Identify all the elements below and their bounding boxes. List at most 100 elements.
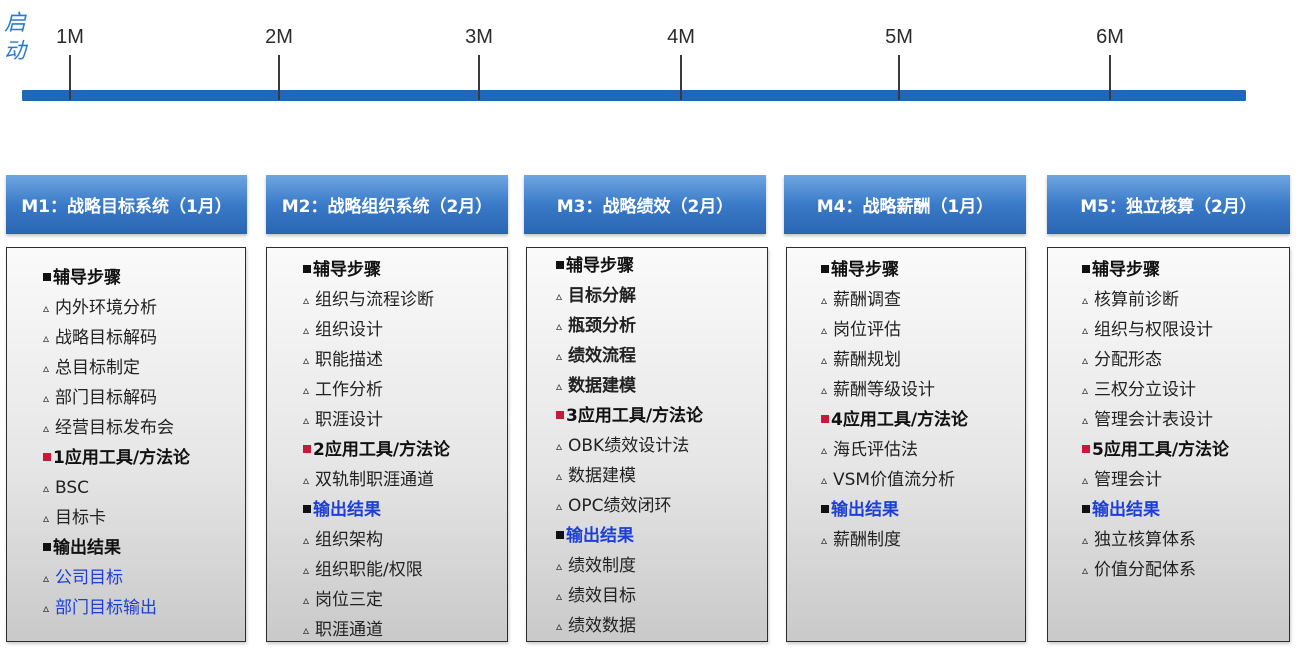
triangle-bullet-icon: ▵ xyxy=(303,563,310,577)
list-item: ▵ 绩效制度 xyxy=(556,551,703,581)
list-item: ▵目标分解 xyxy=(556,281,703,311)
item-label: 部门目标解码 xyxy=(55,388,157,408)
square-bullet-icon xyxy=(303,445,311,453)
item-label: 经营目标发布会 xyxy=(55,418,174,438)
list-item: ▵ 核算前诊断 xyxy=(1082,285,1229,315)
triangle-bullet-icon: ▵ xyxy=(556,349,563,363)
timeline-tick xyxy=(278,55,280,100)
square-bullet-icon xyxy=(556,411,564,419)
item-label: 薪酬调查 xyxy=(833,290,901,310)
item-label: 分配形态 xyxy=(1094,350,1162,370)
module-header: M3：战略绩效（2月） xyxy=(524,175,766,234)
triangle-bullet-icon: ▵ xyxy=(303,383,310,397)
timeline-tick-label: 4M xyxy=(667,26,695,48)
list-item: ▵ 目标卡 xyxy=(43,503,190,533)
list-item: ▵部门目标解码 xyxy=(43,383,190,413)
square-bullet-icon xyxy=(821,415,829,423)
square-bullet-icon xyxy=(821,505,829,513)
list-item: ▵VSM价值流分析 xyxy=(821,465,968,495)
list-item: ▵ 组织架构 xyxy=(303,525,450,555)
list-item: ▵海氏评估法 xyxy=(821,435,968,465)
triangle-bullet-icon: ▵ xyxy=(556,559,563,573)
triangle-bullet-icon: ▵ xyxy=(43,331,50,345)
item-label: 薪酬等级设计 xyxy=(833,380,935,400)
list-item: ▵部门目标输出 xyxy=(43,593,190,623)
start-label: 启动 xyxy=(4,11,27,64)
list-item: 2应用工具/方法论 xyxy=(303,435,450,465)
list-item: ▵瓶颈分析 xyxy=(556,311,703,341)
timeline-tick xyxy=(1109,55,1111,100)
item-label: 绩效目标 xyxy=(568,586,636,606)
item-label: 公司目标 xyxy=(55,568,123,588)
timeline-tick xyxy=(680,55,682,100)
list-item: ▵组织与权限设计 xyxy=(1082,315,1229,345)
triangle-bullet-icon: ▵ xyxy=(556,499,563,513)
triangle-bullet-icon: ▵ xyxy=(821,353,828,367)
list-item: ▵组织职能/权限 xyxy=(303,555,450,585)
item-label: 绩效制度 xyxy=(568,556,636,576)
section-label: 3应用工具/方法论 xyxy=(566,406,704,426)
list-item: ▵BSC xyxy=(43,473,190,503)
triangle-bullet-icon: ▵ xyxy=(1082,353,1089,367)
triangle-bullet-icon: ▵ xyxy=(43,511,50,525)
module-header: M1：战略目标系统（1月） xyxy=(6,175,247,234)
item-label: 核算前诊断 xyxy=(1094,290,1179,310)
item-label: 目标卡 xyxy=(55,508,106,528)
list-item: ▵数据建模 xyxy=(556,461,703,491)
triangle-bullet-icon: ▵ xyxy=(43,361,50,375)
list-item: ▵经营目标发布会 xyxy=(43,413,190,443)
triangle-bullet-icon: ▵ xyxy=(1082,293,1089,307)
module-header: M5：独立核算（2月） xyxy=(1047,175,1290,234)
triangle-bullet-icon: ▵ xyxy=(43,601,50,615)
list-item: ▵OBK绩效设计法 xyxy=(556,431,703,461)
section-label: 输出结果 xyxy=(53,538,121,558)
module-header: M4：战略薪酬（1月） xyxy=(784,175,1026,234)
item-label: 岗位评估 xyxy=(833,320,901,340)
list-item: ▵三权分立设计 xyxy=(1082,375,1229,405)
triangle-bullet-icon: ▵ xyxy=(556,619,563,633)
item-label: VSM价值流分析 xyxy=(833,470,956,490)
item-label: 组织设计 xyxy=(315,320,383,340)
item-label: 数据建模 xyxy=(568,376,636,396)
list-item: 辅导步骤 xyxy=(556,251,703,281)
list-item: ▵ 数据建模 xyxy=(556,371,703,401)
list-item: ▵ 分配形态 xyxy=(1082,345,1229,375)
triangle-bullet-icon: ▵ xyxy=(556,379,563,393)
section-label: 输出结果 xyxy=(1092,500,1160,520)
triangle-bullet-icon: ▵ xyxy=(821,383,828,397)
list-item: ▵ 组织设计 xyxy=(303,315,450,345)
square-bullet-icon xyxy=(43,543,51,551)
triangle-bullet-icon: ▵ xyxy=(1082,473,1089,487)
triangle-bullet-icon: ▵ xyxy=(821,443,828,457)
list-item: 输出结果 xyxy=(821,495,968,525)
list-item: ▵管理会计表设计 xyxy=(1082,405,1229,435)
item-label: 绩效数据 xyxy=(568,616,636,636)
item-label: 职能描述 xyxy=(315,350,383,370)
triangle-bullet-icon: ▵ xyxy=(303,533,310,547)
list-item: ▵价值分配体系 xyxy=(1082,555,1229,585)
triangle-bullet-icon: ▵ xyxy=(821,293,828,307)
square-bullet-icon xyxy=(43,273,51,281)
item-label: 价值分配体系 xyxy=(1094,560,1196,580)
list-item: ▵内外环境分析 xyxy=(43,293,190,323)
item-label: 职涯设计 xyxy=(315,410,383,430)
triangle-bullet-icon: ▵ xyxy=(1082,533,1089,547)
triangle-bullet-icon: ▵ xyxy=(303,323,310,337)
item-label: 瓶颈分析 xyxy=(568,316,636,336)
item-label: 组织与权限设计 xyxy=(1094,320,1213,340)
item-label: 三权分立设计 xyxy=(1094,380,1196,400)
list-item: 辅导步骤 xyxy=(1082,255,1229,285)
square-bullet-icon xyxy=(556,531,564,539)
triangle-bullet-icon: ▵ xyxy=(556,589,563,603)
list-item: ▵双轨制职涯通道 xyxy=(303,465,450,495)
item-label: 管理会计 xyxy=(1094,470,1162,490)
item-label: 薪酬规划 xyxy=(833,350,901,370)
item-label: 组织架构 xyxy=(315,530,383,550)
triangle-bullet-icon: ▵ xyxy=(303,293,310,307)
list-item: 辅导步骤 xyxy=(43,263,190,293)
section-label: 辅导步骤 xyxy=(53,268,121,288)
